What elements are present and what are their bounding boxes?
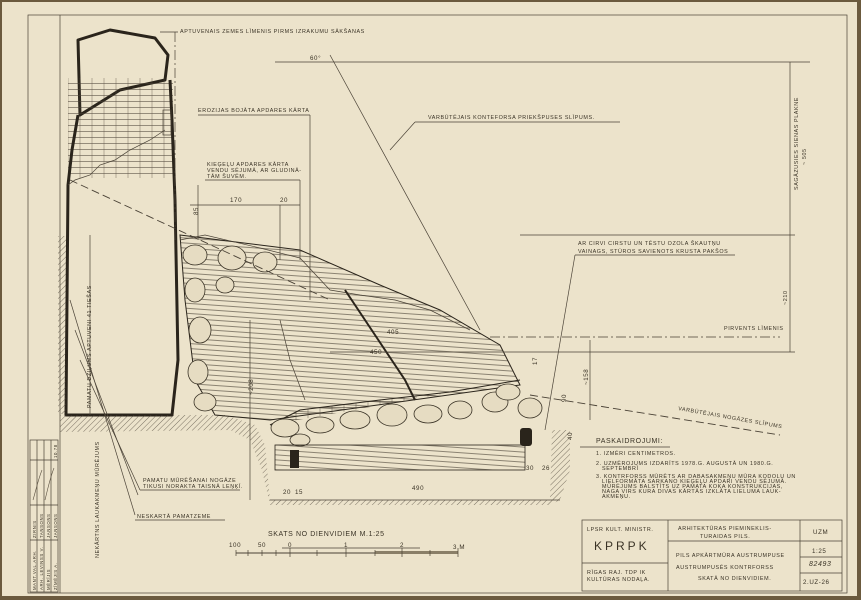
label-brick-layer-3: TĀM ŠUVĒM. [207,173,247,180]
label-undisturbed: NESKARTĀ PAMATZEME [137,513,211,520]
label-foundation-cut-1: PAMATU MŪRĒŠANAI NOGĀZE [143,477,236,484]
tb-dept-1: RĪGAS RAJ. TDP IK [587,569,646,576]
label-tilted-wall: SAGĀZUSIES SIENAS PLAKNE [793,97,800,190]
dim-40: 40 [567,432,574,440]
tb-monument-1: ARHITEKTŪRAS PIEMINEKLIS- [678,525,772,532]
stamp-name-2: TANSONS [39,513,44,538]
tb-inventory: 82493 [809,561,831,568]
dim-30: 30 [526,465,534,472]
label-erosion: EROZIJAS BOJĀTA APDARES KĀRTA [198,107,309,114]
tb-sheet-title-2: AUSTRUMPUSĒS KONTRFORSS [676,564,774,571]
dim-26: 26 [542,465,550,472]
scale-tick-3m: 3 M [453,544,465,551]
dim-158: ~158 [583,369,590,385]
tb-org: KPRPK [594,539,650,553]
tb-sheet-title-1: PILS APKĀRTMŪRA AUSTRUMPUSE [676,552,785,559]
dim-15: 15 [295,489,303,496]
scale-tick-1: 1 [344,542,348,549]
scale-tick-2: 2 [400,542,404,549]
stamp-role-1: MANT.VAL.ARH. [32,550,37,590]
label-oak-crown-1: AR CIRVI CIRSTU UN TĒSTU OZOLA ŠKAUTŅU [578,240,721,247]
note-2-cont: SEPTEMBRĪ [602,465,639,472]
tb-scale: 1:25 [812,548,826,555]
scale-tick-100: 100 [229,542,241,549]
tb-sheet-no: 2.UZ-26 [803,579,830,586]
label-ground-level: APTUVENAIS ZEMES LĪMENIS PIRMS IZRAKUMU … [180,28,365,35]
note-2: 2. UZMĒROJUMS IZDARĪTS 1978.G. AUGUSTĀ U… [596,460,773,467]
signature-stamp: MANT.VAL.ARH. ARH. LEVINSS V. MĒRĪJIS ZĪ… [29,439,59,593]
buttress [179,234,543,471]
tb-code: UZM [813,529,828,536]
scale-bar: SKATS NO DIENVIDIEM M.1:25 100 50 0 1 2 … [229,531,465,557]
label-front-slope: VARBŪTĒJAIS KONTEFORSA PRIEKŠPUSES SLĪPU… [428,114,595,121]
dim-210: ~210 [783,290,789,305]
tb-ministry: LPSR KULT. MINISTR. [587,527,653,533]
note-1: 1. IZMĒRI CENTIMETROS. [596,450,676,457]
stamp-role-4: ZĪMĒJIS A. [53,563,58,591]
dim-405: 405 [387,329,399,336]
stamp-role-3: MĒRĪJIS [46,569,51,590]
stamp-role-2: ARH. LEVINSS V. [39,547,44,590]
note-3-line5: AKMEŅU. [602,494,631,500]
construction-lines [69,31,810,549]
scale-tick-0: 0 [288,542,292,549]
stamp-date: 10.78 [53,444,58,458]
frame [27,14,848,594]
tb-monument-2: TURAIDAS PILS. [700,534,750,540]
dim-170: 170 [230,197,242,204]
label-oak-crown-2: VAINAGS, STŪROS SAVIENOTS KRUSTA PAKŠOS [578,248,728,255]
stamp-name-4: JANSONS [53,514,58,539]
label-tilted-wall-dim: ~ 505 [802,148,808,165]
notes-title: PASKAIDROJUMI: [596,438,663,445]
signatures [32,467,55,501]
dim-208: ~208 [248,379,255,395]
note-3: 3. KONTRFORSS MŪRĒTS AR DABASAKMEŅU MŪRA… [596,473,796,480]
scale-title: SKATS NO DIENVIDIEM M.1:25 [268,531,385,538]
stamp-name-1: ZIRNIS [32,520,37,538]
dim-490: 490 [412,485,424,492]
stamp-name-3: JANSONS [46,514,51,539]
dim-20b: 20 [283,489,291,496]
title-block: LPSR KULT. MINISTR. KPRPK RĪGAS RAJ. TDP… [581,519,843,592]
dimensions: 170 20 85 405 450 ~158 17 ~208 90 40 30 … [193,197,590,496]
dim-17: 17 [532,357,539,365]
label-foundation-depth: PAMATU DZIĻUMS APTUVENI 41 TIEŠAS [86,285,93,408]
label-fieldstone: NEKĀRTNS LAUKAKMEŅU MŪRĒJUMS [94,441,101,558]
note-3-line2: LIELFORMĀTA SARKANO KIEĢEĻU APDARI VENDU… [602,478,787,485]
tb-dept-2: KULTŪRAS NODAĻA. [587,576,650,583]
label-angle: 60° [310,55,321,62]
label-foundation-cut-2: TIKUSI NORAKTA TAISNĀ LEŅĶĪ. [143,483,243,490]
note-3-line4: NAGA VIRS KURA DIVAS KĀRTĀS IZKLĀTA LIEL… [602,488,781,495]
label-brick-layer-2: VENDU SĒJUMĀ, AR GLUDINĀ- [207,167,302,174]
tb-sheet-title-3: SKATĀ NO DIENVIDIEM. [698,575,771,582]
label-brick-layer-1: KIEĢEĻU APDARES KĀRTA [207,161,289,168]
dim-90: 90 [561,394,568,402]
note-3-line3: MŪRĒJUMS BALSTĪTS UZ PAMATA KOKA KONSTRU… [602,483,783,490]
dim-85: 85 [193,207,200,215]
label-courtyard-level: PIRVENTS LĪMENIS [724,325,784,332]
notes: PASKAIDROJUMI: 1. IZMĒRI CENTIMETROS. 2.… [596,438,796,500]
dim-20: 20 [280,197,288,204]
scale-tick-50: 50 [258,542,266,549]
dim-450: 450 [370,349,382,356]
